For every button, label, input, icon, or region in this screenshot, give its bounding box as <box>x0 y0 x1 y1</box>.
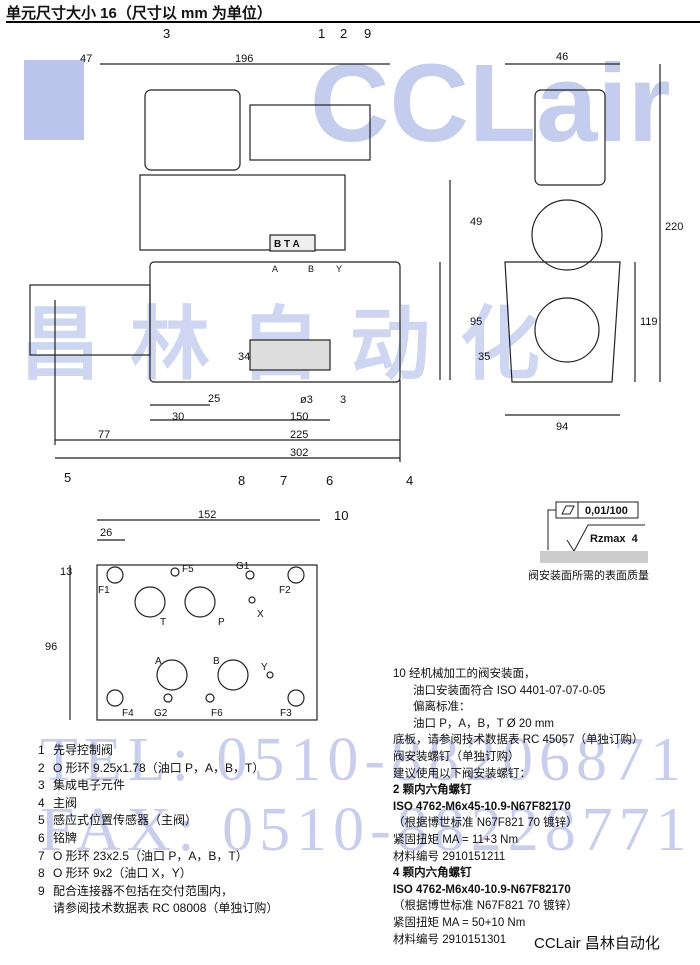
nameplate-6 <box>249 339 331 371</box>
side-view <box>504 63 661 416</box>
dim-49: 49 <box>470 216 482 228</box>
note-10-line: 偏离标准： <box>413 701 471 714</box>
plate-port-f2: F2 <box>279 585 291 596</box>
note-screws: 阀安装螺钉（单独订购） <box>393 750 520 763</box>
callout-6: 6 <box>326 473 333 488</box>
dim-47: 47 <box>80 53 92 65</box>
watermark-tel: TEL: 0510-88206871 <box>40 726 687 794</box>
plate-port-f5: F5 <box>182 564 194 575</box>
dim-95: 95 <box>470 316 482 328</box>
port-b: B <box>308 264 314 274</box>
dim-119: 119 <box>640 316 658 328</box>
front-view <box>29 63 451 462</box>
plate-port-f4: F4 <box>122 708 134 719</box>
screw2-torque: 紧固扭矩 MA = 50+10 Nm <box>393 916 526 929</box>
dim-96: 96 <box>45 641 57 653</box>
plate-port-b: B <box>213 656 220 667</box>
plate-port-f1: F1 <box>98 585 110 596</box>
pilot-valve <box>139 174 346 251</box>
callout-1: 1 <box>318 26 325 41</box>
dim-26: 26 <box>100 527 112 539</box>
screw1-iso: ISO 4762-M6x45-10.9-N67F82170 <box>393 800 571 813</box>
dim-25: 25 <box>208 393 220 405</box>
screw1-material: 材料编号 2910151211 <box>393 850 506 863</box>
mounting-notes: 10 经机械加工的阀安装面， 油口安装面符合 ISO 4401-07-07-0-… <box>393 666 643 948</box>
watermark-logo-mark <box>24 60 84 140</box>
dim-phi3: ø3 <box>300 394 313 406</box>
surface-quality-symbol <box>540 501 648 563</box>
nameplate-text: B T A <box>274 239 300 250</box>
dim-152: 152 <box>198 509 216 521</box>
dim-302: 302 <box>290 447 308 459</box>
screw2-std: （根据博世标准 N67F821 70 镀锌） <box>393 900 578 913</box>
surface-caption: 阀安装面所需的表面质量 <box>528 570 649 582</box>
note-10-line: 油口 P，A，B，T Ø 20 mm <box>413 717 555 730</box>
connector <box>249 104 371 161</box>
plate-port-p: P <box>218 617 225 628</box>
screw2-iso: ISO 4762-M6x40-10.9-N67F82170 <box>393 883 571 896</box>
plate-port-f6: F6 <box>211 708 223 719</box>
port-y: Y <box>336 264 342 274</box>
plate-port-x: X <box>257 609 264 620</box>
screw1-title: 2 颗内六角螺钉 <box>393 784 472 797</box>
dim-196: 196 <box>235 53 253 65</box>
plate-port-t: T <box>160 617 166 628</box>
note-10-line: 油口安装面符合 ISO 4401-07-07-0-05 <box>413 684 606 697</box>
position-sensor <box>29 284 151 356</box>
callout-5: 5 <box>64 470 71 485</box>
dim-77: 77 <box>98 429 110 441</box>
dim-30: 30 <box>172 411 184 423</box>
callout-8: 8 <box>238 473 245 488</box>
plate-port-a: A <box>155 656 162 667</box>
note-10: 10 经机械加工的阀安装面， <box>393 668 536 680</box>
dim-3: 3 <box>340 394 346 406</box>
callout-10: 10 <box>334 508 348 523</box>
dim-34: 34 <box>238 351 250 363</box>
dim-13: 13 <box>60 566 72 578</box>
screw1-std: （根据博世标准 N67F821 70 镀锌） <box>393 817 578 830</box>
dim-225: 225 <box>290 429 308 441</box>
screw2-title: 4 颗内六角螺钉 <box>393 867 472 880</box>
title-rule <box>6 21 700 23</box>
watermark-fax: FAX: 0510-88228771 <box>40 796 693 864</box>
brand-label: CCLair 昌林自动化 <box>534 935 660 952</box>
roughness-value: Rzmax 4 <box>590 533 639 545</box>
plate-port-f3: F3 <box>280 708 292 719</box>
dim-46: 46 <box>556 51 568 63</box>
plate-port-y: Y <box>261 662 268 673</box>
screw2-material: 材料编号 2910151301 <box>393 933 507 946</box>
port-a: A <box>272 264 278 274</box>
dim-94: 94 <box>556 421 568 433</box>
callout-7: 7 <box>280 473 287 488</box>
callout-4: 4 <box>406 473 413 488</box>
integrated-electronics <box>144 89 241 171</box>
dim-220: 220 <box>665 221 683 233</box>
screw1-torque: 紧固扭矩 MA = 11+3 Nm <box>393 833 519 846</box>
plate-port-g1: G1 <box>236 561 250 572</box>
note-subplate: 底板，请参阅技术数据表 RC 45057（单独订购） <box>393 734 644 747</box>
dim-35: 35 <box>478 351 490 363</box>
callout-2: 2 <box>340 26 347 41</box>
plate-port-g2: G2 <box>154 708 168 719</box>
page-title: 单元尺寸大小 16（尺寸以 mm 为单位） <box>6 5 272 22</box>
note-recommend: 建议使用以下阀安装螺钉： <box>393 767 531 780</box>
mounting-plate-view <box>69 519 320 721</box>
callout-3: 3 <box>163 26 170 41</box>
dim-150: 150 <box>290 411 308 423</box>
callout-9: 9 <box>364 26 371 41</box>
flatness-value: 0,01/100 <box>585 505 628 517</box>
nameplate <box>269 234 316 252</box>
